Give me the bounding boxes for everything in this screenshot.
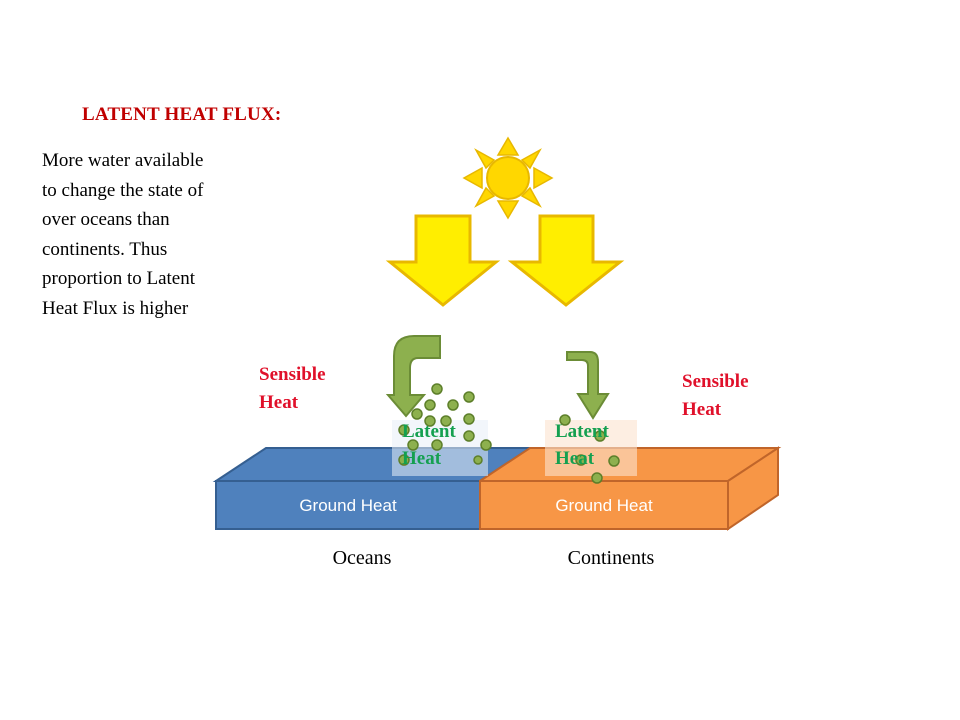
vapor-bubbles-ocean (398, 383, 492, 466)
sun-icon (462, 136, 554, 220)
latent-label-bg-continent (545, 420, 637, 476)
sensible-heat-label-ocean: Sensible (259, 364, 326, 385)
latent-heat-label-ocean: Latent (402, 421, 457, 442)
vapor-bubble (463, 391, 475, 403)
vapor-bubble (591, 472, 603, 484)
sensible-heat-label-continent-line2: Heat (682, 399, 722, 420)
body-line: to change the state of (42, 179, 204, 201)
vapor-bubble (407, 439, 419, 451)
vapor-bubble (440, 415, 452, 427)
vapor-bubble (447, 399, 459, 411)
vapor-bubbles-continent (559, 414, 620, 484)
vapor-bubble (431, 439, 443, 451)
vapor-bubble (398, 454, 410, 466)
green-arrow-continent (566, 351, 610, 420)
body-line: over oceans than (42, 209, 170, 230)
green-arrow-ocean (385, 335, 441, 418)
vapor-bubble (398, 424, 410, 436)
vapor-bubble (594, 430, 606, 442)
body-text: More water available to change the state… (42, 146, 292, 323)
sun-ray (496, 136, 520, 156)
vapor-bubble (424, 399, 436, 411)
vapor-bubble (463, 430, 475, 442)
sun-ray (520, 186, 542, 208)
vapor-bubble (608, 455, 620, 467)
body-line: More water available (42, 150, 204, 171)
vapor-bubble (424, 415, 436, 427)
sun-ray (474, 186, 496, 208)
sensible-heat-label-continent: Sensible (682, 371, 749, 392)
continents-label: Continents (568, 547, 655, 569)
sun-disc (486, 156, 530, 200)
slide-title: LATENT HEAT FLUX: (82, 104, 282, 125)
sun-ray (474, 148, 496, 170)
latent-heat-label-ocean-line2: Heat (402, 448, 442, 469)
vapor-bubble (463, 413, 475, 425)
sun-ray (496, 200, 520, 220)
latent-heat-label-continent: Latent (555, 421, 610, 442)
vapor-bubble (575, 454, 587, 466)
continent-slab-front (479, 480, 729, 530)
vapor-bubble (559, 414, 571, 426)
sun-ray (533, 166, 554, 190)
solar-arrow-right (507, 214, 625, 307)
sun-ray (462, 166, 483, 190)
vapor-bubble (480, 439, 492, 451)
solar-arrow-left (385, 214, 501, 307)
latent-heat-label-continent-line2: Heat (555, 448, 595, 469)
ground-heat-label-continent: Ground Heat (555, 496, 653, 515)
body-line: Heat Flux is higher (42, 297, 189, 319)
oceans-label: Oceans (333, 547, 392, 569)
body-line: continents. Thus (42, 238, 168, 260)
ground-heat-label-ocean: Ground Heat (299, 496, 397, 515)
sensible-heat-label-ocean-line2: Heat (259, 392, 299, 413)
vapor-bubble (411, 408, 423, 420)
vapor-bubble (431, 383, 443, 395)
sun-ray (520, 148, 542, 170)
body-line: proportion to Latent (42, 268, 196, 289)
vapor-bubble (473, 455, 483, 465)
